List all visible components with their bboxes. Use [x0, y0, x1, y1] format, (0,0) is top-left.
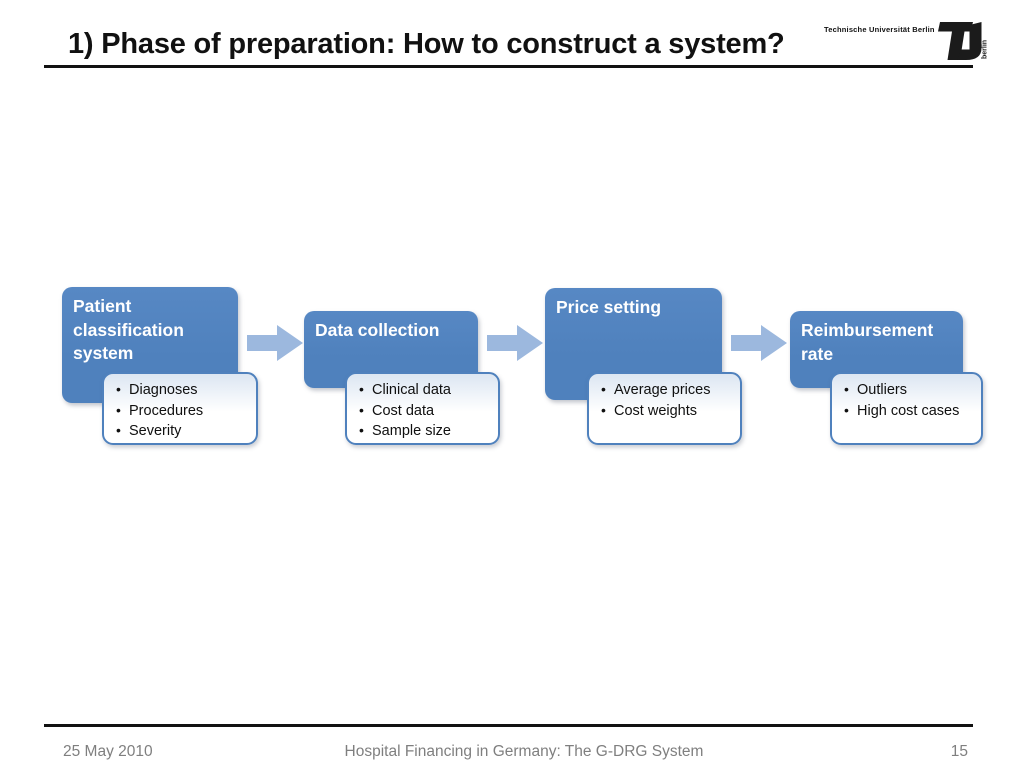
slide-title: 1) Phase of preparation: How to construc…	[68, 28, 785, 60]
bullet-marker: •	[359, 381, 364, 397]
bullet-text: Cost weights	[614, 402, 698, 419]
bullet-marker: •	[359, 422, 364, 438]
bullet-item: • Average prices	[601, 380, 732, 401]
bullet-text: Cost data	[372, 402, 435, 419]
university-wordmark: Technische Universität Berlin	[824, 25, 935, 34]
footer-divider	[44, 724, 973, 727]
footer-date: 25 May 2010	[63, 743, 153, 760]
flow-arrow-icon	[247, 325, 303, 361]
bullet-text: Sample size	[372, 423, 451, 439]
bullet-item: • Severity	[116, 421, 248, 442]
bullet-text: High cost cases	[857, 402, 960, 419]
step-details-box[interactable]: • Diagnoses • Procedures • Severity	[102, 372, 258, 445]
bullet-item: • Outliers	[844, 380, 973, 401]
step-details-box[interactable]: • Outliers • High cost cases	[830, 372, 983, 445]
step-title: Patient classification system	[73, 296, 184, 363]
bullet-marker: •	[116, 401, 121, 418]
step-title: Reimbursement rate	[801, 320, 934, 364]
bullet-text: Outliers	[857, 382, 907, 398]
flow-arrow-icon	[731, 325, 787, 361]
step-title: Price setting	[556, 297, 662, 317]
step-details-box[interactable]: • Average prices • Cost weights	[587, 372, 742, 445]
bullet-item: • Diagnoses	[116, 380, 248, 401]
logo-sub-text: berlin	[982, 40, 989, 59]
flow-arrow-icon	[487, 325, 543, 361]
bullet-item: • Clinical data	[359, 380, 490, 401]
bullet-text: Severity	[129, 423, 182, 439]
step-title: Data collection	[315, 320, 440, 340]
bullet-marker: •	[844, 381, 849, 397]
step-details-box[interactable]: • Clinical data • Cost data • Sample size	[345, 372, 500, 445]
bullet-item: • Procedures	[116, 401, 248, 422]
footer-page-number: 15	[950, 743, 968, 760]
bullet-item: • High cost cases	[844, 401, 973, 422]
tu-berlin-logo-icon: berlin	[938, 22, 989, 60]
bullet-marker: •	[844, 401, 849, 418]
bullet-marker: •	[601, 401, 606, 418]
bullet-text: Clinical data	[372, 382, 451, 398]
bullet-item: • Sample size	[359, 421, 490, 442]
bullet-marker: •	[116, 422, 121, 438]
bullet-text: Diagnoses	[129, 382, 198, 398]
title-underline	[44, 65, 973, 68]
bullet-marker: •	[359, 401, 364, 418]
bullet-item: • Cost data	[359, 401, 490, 422]
bullet-marker: •	[601, 381, 606, 397]
bullet-item: • Cost weights	[601, 401, 732, 422]
bullet-text: Procedures	[129, 402, 204, 419]
footer-title: Hospital Financing in Germany: The G-DRG…	[344, 743, 704, 760]
bullet-text: Average prices	[614, 382, 711, 398]
bullet-marker: •	[116, 381, 121, 397]
